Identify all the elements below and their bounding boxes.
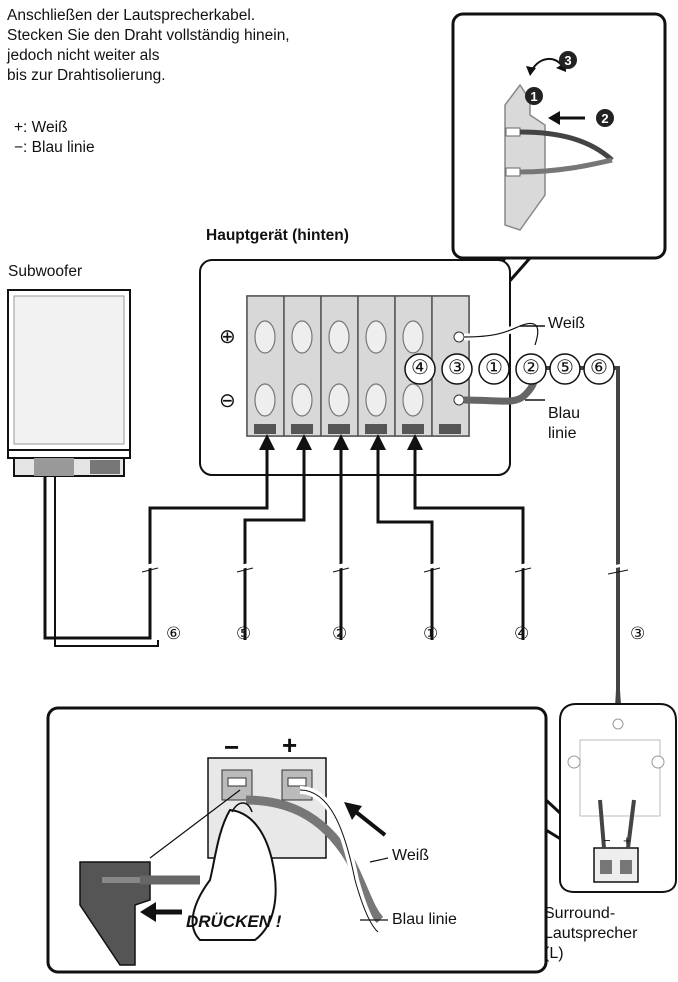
- terminal-number-5: ⑤: [556, 357, 574, 379]
- step-1-badge: [525, 87, 543, 105]
- instruction-line-3: jedoch nicht weiter als: [7, 47, 160, 64]
- terminal-number-1: ①: [485, 357, 503, 379]
- minus-legend: −: Blau linie: [14, 139, 95, 156]
- svg-text:3: 3: [564, 53, 571, 68]
- clip-detail-icon: [79, 861, 151, 966]
- cable-label-6: ⑥: [166, 624, 182, 643]
- terminal-clip-icon: [504, 83, 546, 231]
- detail-minus-sign: −: [224, 732, 240, 762]
- blue-wire-label-line-2: linie: [548, 425, 577, 442]
- cable-label-1: ①: [423, 624, 439, 643]
- white-wire-label: Weiß: [548, 315, 586, 332]
- subwoofer-label: Subwoofer: [8, 263, 83, 280]
- step-3-badge: [559, 51, 577, 69]
- cable-label-3: ③: [630, 624, 646, 643]
- terminal-number-4: ④: [411, 357, 429, 379]
- instruction-line-2: Stecken Sie den Draht vollständig hinein…: [7, 27, 290, 44]
- wire-insertion-inset: 1 2 3: [451, 12, 667, 327]
- plus-legend: +: Weiß: [14, 119, 68, 136]
- minus-terminal-symbol: ⊖: [219, 390, 236, 412]
- terminal-number-circles: [404, 353, 615, 385]
- detail-white-label: Weiß: [392, 847, 430, 864]
- step-2-badge: [596, 109, 614, 127]
- cable-label-5: ⑤: [236, 624, 252, 643]
- detail-blue-label: Blau linie: [392, 911, 457, 928]
- detail-plus-sign: +: [282, 730, 298, 760]
- blue-wire-label-line-1: Blau: [548, 405, 581, 422]
- svg-text:1: 1: [530, 89, 537, 104]
- surround-minus: −: [603, 833, 611, 848]
- terminal-number-2: ②: [522, 357, 540, 379]
- speaker-terminal-detail-panel: [46, 706, 602, 974]
- speaker-cables: [43, 450, 525, 640]
- cable-label-4: ④: [514, 624, 530, 643]
- cable-label-2: ②: [332, 624, 348, 643]
- hand-icon: [191, 808, 277, 941]
- connection-arrows: [259, 434, 423, 450]
- svg-text:2: 2: [601, 111, 608, 126]
- press-label: DRÜCKEN !: [186, 912, 282, 931]
- terminal-number-3: ③: [448, 357, 466, 379]
- instruction-line-4: bis zur Drahtisolierung.: [7, 67, 166, 84]
- terminal-number-6: ⑥: [590, 357, 608, 379]
- subwoofer-unit: [7, 289, 131, 477]
- surround-label-line-1: Surround-: [544, 905, 616, 922]
- surround-speaker-l: [559, 703, 677, 893]
- instruction-line-1: Anschließen der Lautsprecherkabel.: [7, 7, 256, 24]
- surround-label-line-3: (L): [544, 945, 564, 962]
- main-unit-title: Hauptgerät (hinten): [206, 227, 349, 244]
- surround-label-line-2: Lautsprecher: [544, 925, 638, 942]
- surround-plus: +: [623, 833, 631, 848]
- plus-terminal-symbol: ⊕: [219, 326, 236, 348]
